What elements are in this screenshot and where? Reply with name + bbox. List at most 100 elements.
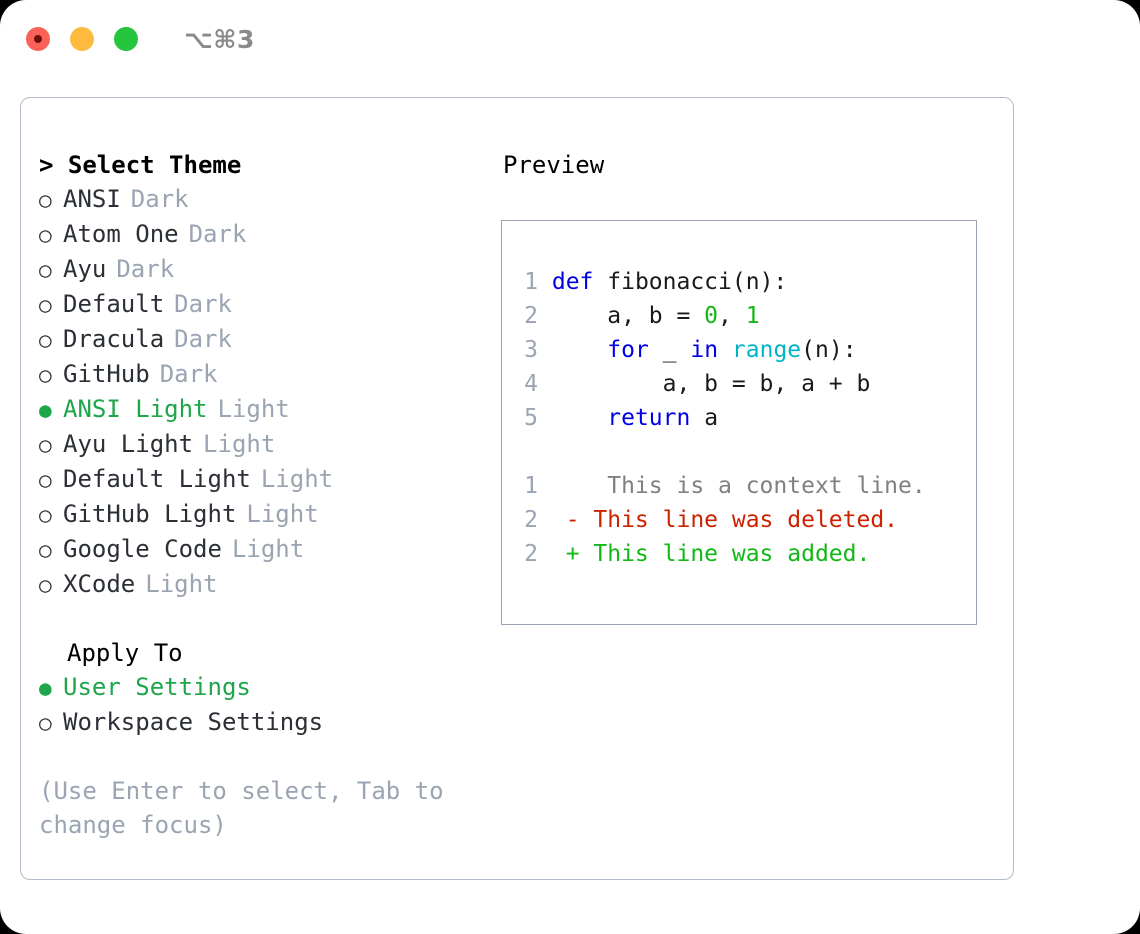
diff-line: 2 - This line was deleted. — [516, 503, 976, 537]
diff-text: This is a context line. — [579, 473, 926, 499]
radio-unselected-icon[interactable]: ○ — [39, 433, 52, 457]
radio-selected-icon[interactable]: ● — [39, 676, 52, 700]
line-number: 2 — [524, 303, 538, 329]
diff-line: 1 This is a context line. — [516, 469, 976, 503]
apply-to-header: Apply To — [67, 639, 183, 667]
code-line: 2 a, b = 0, 1 — [516, 299, 976, 333]
code-token-pln: , — [718, 303, 746, 329]
apply-to-option-label: Workspace Settings — [63, 708, 324, 736]
theme-option-label: Dracula — [63, 325, 165, 353]
theme-option-variant-badge: Light — [231, 535, 305, 563]
theme-option-label: Default — [63, 290, 165, 318]
theme-option-label: Atom One — [63, 220, 179, 248]
diff-sample: 1 This is a context line.2 - This line w… — [516, 469, 976, 571]
theme-option-label: Ayu Light — [63, 430, 194, 458]
theme-option-variant-badge: Light — [260, 465, 334, 493]
code-token-pln: _ — [648, 337, 691, 363]
code-token-pln: a — [690, 405, 719, 431]
radio-unselected-icon[interactable]: ○ — [39, 328, 52, 352]
code-token-pln — [538, 405, 607, 431]
theme-option-variant-badge: Light — [145, 570, 218, 598]
keyboard-shortcut-label: ⌥⌘3 — [184, 24, 255, 54]
theme-option-label: GitHub Light — [63, 500, 237, 528]
line-number: 4 — [524, 371, 538, 397]
theme-option-label: Ayu — [63, 255, 107, 283]
code-token-pln: fibonacci(n): — [593, 269, 788, 295]
code-token-kw: return — [607, 405, 691, 431]
apply-to-list[interactable]: ● User Settings ○ Workspace Settings — [39, 670, 501, 740]
theme-option-variant-badge: Dark — [159, 360, 218, 388]
theme-option-label: Google Code — [63, 535, 222, 563]
code-token-pln: a, b = — [538, 303, 705, 329]
apply-to-option-label: User Settings — [63, 673, 251, 701]
code-token-pln: a, b = b, a + b — [538, 371, 871, 397]
radio-selected-icon[interactable]: ● — [39, 398, 52, 422]
theme-option-variant-badge: Light — [246, 500, 319, 528]
radio-unselected-icon[interactable]: ○ — [39, 293, 52, 317]
keyboard-hint-text: (Use Enter to select, Tab to change focu… — [39, 777, 459, 839]
theme-option-row[interactable]: ○ GitHub Light Light — [39, 497, 501, 532]
code-token-pln: (n): — [801, 337, 857, 363]
code-line: 5 return a — [516, 401, 976, 435]
theme-option-variant-badge: Dark — [174, 325, 232, 353]
radio-unselected-icon[interactable]: ○ — [39, 711, 52, 735]
maximize-button-icon[interactable] — [114, 27, 138, 51]
minimize-button-icon[interactable] — [70, 27, 94, 51]
diff-text: This line was deleted. — [579, 507, 899, 533]
line-number: 1 — [524, 473, 538, 499]
code-token-num: 0 — [704, 303, 719, 329]
theme-option-row[interactable]: ○ XCode Light — [39, 567, 501, 602]
preview-column: Preview 1 def fibonacci(n):2 a, b = 0, 1… — [501, 98, 1013, 879]
theme-option-label: GitHub — [63, 360, 150, 388]
code-token-pln — [538, 269, 552, 295]
theme-option-variant-badge: Light — [217, 395, 290, 423]
code-token-kw: for — [607, 337, 649, 363]
radio-unselected-icon[interactable]: ○ — [39, 188, 52, 212]
title-bar: ⌥⌘3 — [0, 0, 1140, 78]
theme-option-row[interactable]: ○ GitHub Dark — [39, 357, 501, 392]
radio-unselected-icon[interactable]: ○ — [39, 538, 52, 562]
line-number: 1 — [524, 269, 538, 295]
line-number: 3 — [524, 337, 538, 363]
theme-option-row[interactable]: ○ Ayu Dark — [39, 252, 501, 287]
line-number: 2 — [524, 541, 538, 567]
code-token-pln — [538, 337, 607, 363]
list-spacer — [39, 602, 501, 636]
select-theme-header: > Select Theme — [39, 151, 242, 179]
code-token-kw: in — [690, 337, 719, 363]
code-token-num: 1 — [745, 303, 760, 329]
theme-option-row[interactable]: ○ Ayu Light Light — [39, 427, 501, 462]
radio-unselected-icon[interactable]: ○ — [39, 503, 52, 527]
window-controls — [26, 27, 138, 51]
theme-option-label: XCode — [63, 570, 136, 598]
radio-unselected-icon[interactable]: ○ — [39, 223, 52, 247]
theme-option-variant-badge: Light — [203, 430, 276, 458]
line-number: 2 — [524, 507, 538, 533]
diff-line: 2 + This line was added. — [516, 537, 976, 571]
radio-unselected-icon[interactable]: ○ — [39, 468, 52, 492]
apply-to-option-row[interactable]: ○ Workspace Settings — [39, 705, 501, 740]
theme-option-row[interactable]: ○ Google Code Light — [39, 532, 501, 567]
code-token-pln — [718, 337, 732, 363]
code-diff-separator — [516, 435, 976, 469]
apply-to-option-row[interactable]: ● User Settings — [39, 670, 501, 705]
preview-title: Preview — [503, 151, 605, 179]
diff-text: This line was added. — [579, 541, 871, 567]
theme-option-variant-badge: Dark — [116, 255, 175, 283]
radio-unselected-icon[interactable]: ○ — [39, 258, 52, 282]
theme-option-label: ANSI — [63, 185, 121, 213]
radio-unselected-icon[interactable]: ○ — [39, 573, 52, 597]
close-button-icon[interactable] — [26, 27, 50, 51]
radio-unselected-icon[interactable]: ○ — [39, 363, 52, 387]
theme-option-row[interactable]: ○ Dracula Dark — [39, 322, 501, 357]
